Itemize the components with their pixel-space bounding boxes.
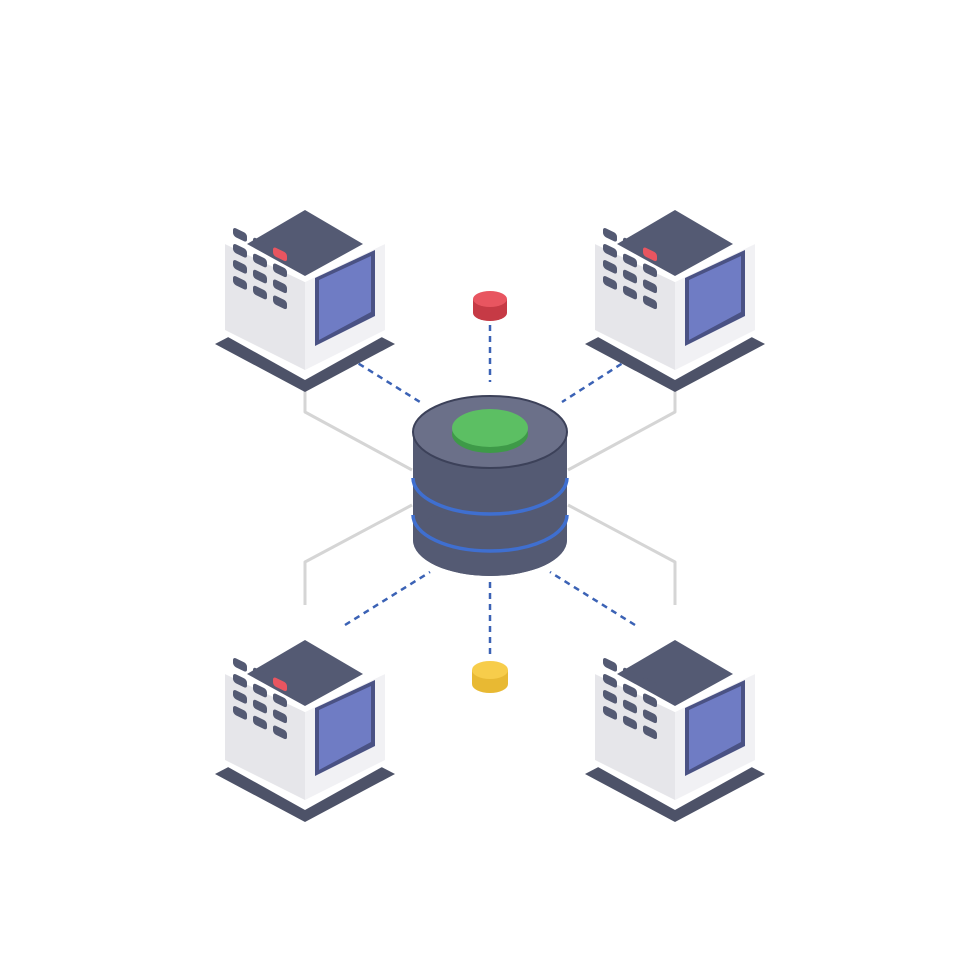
dashed-connector-bottom-left bbox=[344, 570, 431, 627]
server-cabinet-top-right bbox=[585, 189, 765, 392]
server-cabinet-bottom-left bbox=[215, 619, 395, 822]
indicator-light bbox=[273, 677, 287, 692]
keypad bbox=[233, 228, 287, 310]
keypad bbox=[603, 658, 657, 740]
yellow-cylinder-icon bbox=[472, 661, 508, 693]
solid-connector-top-left bbox=[303, 370, 413, 472]
indicator-light bbox=[643, 247, 657, 262]
server-cabinet-top-left bbox=[215, 189, 395, 392]
dashed-connector-bottom-right bbox=[549, 570, 636, 627]
database-icon bbox=[411, 395, 569, 576]
solid-connector-bottom-right bbox=[567, 503, 677, 605]
server-cabinet-bottom-right bbox=[585, 619, 765, 822]
solid-connector-bottom-left bbox=[303, 503, 413, 605]
red-cylinder-icon bbox=[473, 291, 507, 321]
indicator-light bbox=[273, 247, 287, 262]
solid-connector-top-right bbox=[567, 370, 677, 472]
keypad bbox=[233, 658, 287, 740]
keypad bbox=[603, 228, 657, 310]
